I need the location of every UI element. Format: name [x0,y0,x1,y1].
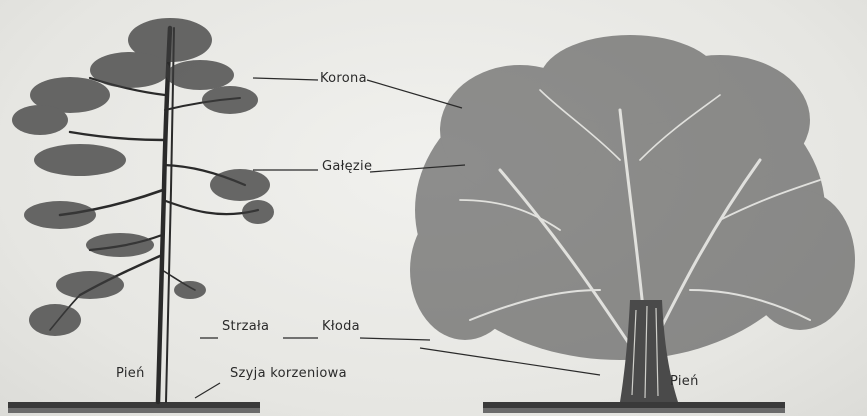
label-pien-right: Pień [670,375,699,388]
label-korona: Korona [320,72,367,85]
label-kloda: Kłoda [322,320,360,333]
label-szyja-korzeniowa: Szyja korzeniowa [230,367,347,380]
label-strzala: Strzała [222,320,269,333]
label-pien-left: Pień [116,367,145,380]
ground-left [8,402,260,413]
ground-right [483,402,785,413]
pine-foliage [12,18,274,336]
label-galezie: Gałęzie [322,160,372,173]
